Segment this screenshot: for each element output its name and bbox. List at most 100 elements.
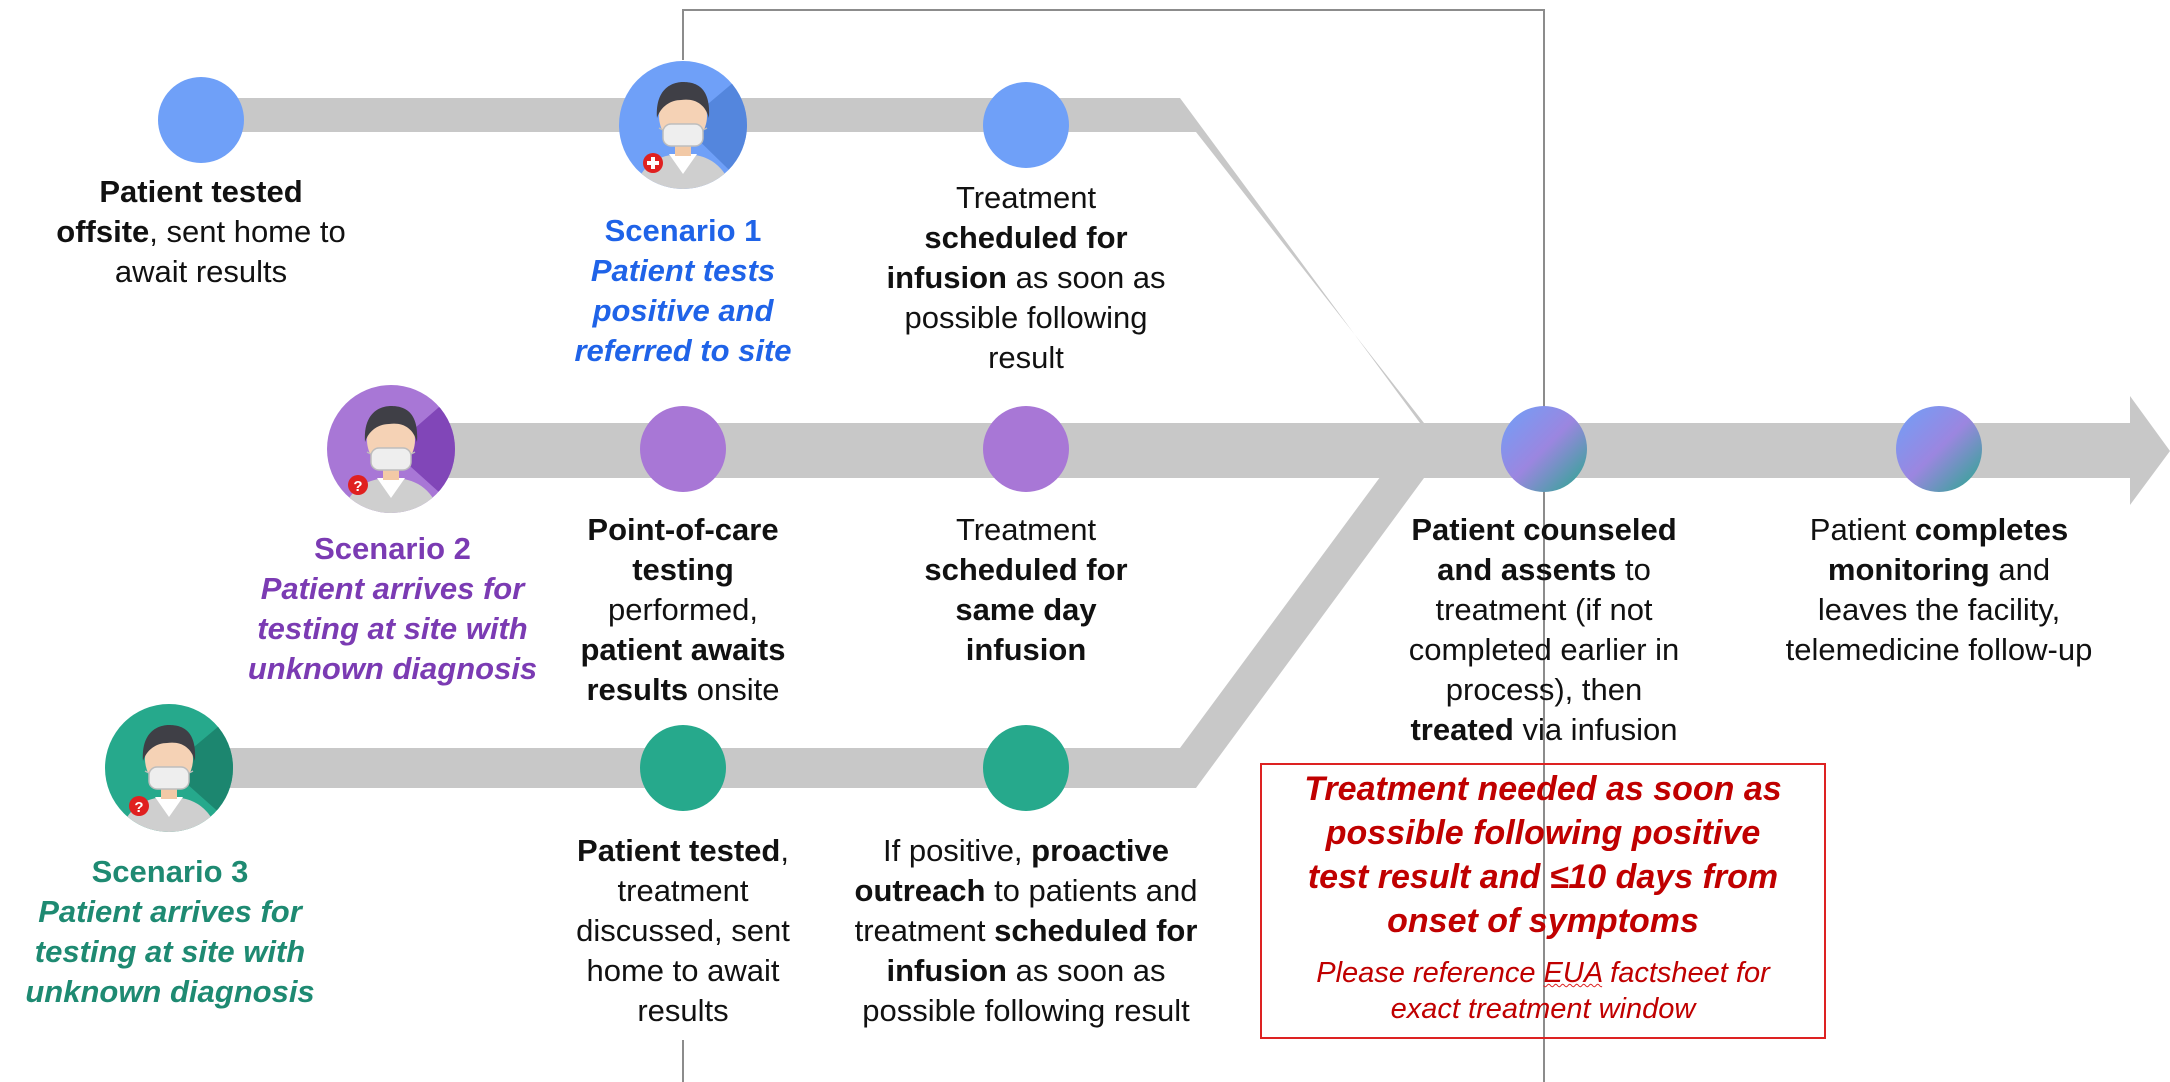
- warning-line-4: onset of symptoms: [1387, 902, 1699, 940]
- s1-step2-bold2: infusion: [886, 260, 1007, 295]
- patient-avatar-2-icon: ?: [327, 385, 455, 513]
- s1-step2-label: Treatment scheduled for infusion as soon…: [856, 178, 1196, 378]
- node-s3-tested: [640, 725, 726, 811]
- s1-step1-text1: , sent home to: [149, 214, 346, 249]
- patient-avatar-3-icon: ?: [105, 704, 233, 832]
- s3-step2-pre: If positive,: [882, 833, 1032, 868]
- node-s3-outreach: [983, 725, 1069, 811]
- s2-step1-line3: performed,: [608, 592, 758, 627]
- complete-bold2: monitoring: [1827, 552, 1990, 587]
- counsel-bold1: Patient counseled: [1411, 512, 1677, 547]
- complete-pre: Patient: [1809, 512, 1915, 547]
- svg-text:?: ?: [134, 799, 143, 816]
- treatment-window-warning-box: Treatment needed as soon as possible fol…: [1260, 763, 1826, 1039]
- complete-text3: telemedicine follow-up: [1785, 632, 2093, 667]
- s2-title: Scenario 2: [314, 531, 471, 566]
- s3-step1-text4: home to await: [586, 953, 780, 988]
- s2-step2-bold2: same day: [955, 592, 1097, 627]
- s3-step2-bold1: proactive: [1031, 833, 1170, 868]
- s3-step2-bold2: outreach: [854, 873, 986, 908]
- s1-step2-text3: result: [988, 340, 1064, 375]
- patient-avatar-1-icon: [619, 61, 747, 189]
- counsel-text1: to: [1616, 552, 1651, 587]
- s2-desc-1: Patient arrives for: [260, 571, 525, 606]
- s1-step2-text2: possible following: [904, 300, 1148, 335]
- s3-step2-bold4: infusion: [886, 953, 1007, 988]
- s3-step1-text1: ,: [780, 833, 789, 868]
- s1-step1-bold1: Patient tested: [99, 174, 303, 209]
- s3-step2-after2: possible following result: [862, 993, 1190, 1028]
- warning-line-3: test result and ≤10 days from: [1307, 858, 1779, 896]
- s3-step1-text5: results: [637, 993, 729, 1028]
- warning-note-pre: Please reference: [1316, 957, 1544, 989]
- s3-title: Scenario 3: [91, 854, 249, 889]
- s2-step2-bold3: infusion: [965, 632, 1087, 667]
- track-scenario-2: [391, 423, 1431, 478]
- s3-desc-1: Patient arrives for: [38, 894, 302, 929]
- counsel-text4: process), then: [1445, 672, 1643, 707]
- s1-step1-bold2: offsite: [56, 214, 150, 249]
- complete-text1: and: [1989, 552, 2051, 587]
- counsel-text2: treatment (if not: [1435, 592, 1653, 627]
- s2-scenario-label: Scenario 2 Patient arrives for testing a…: [220, 529, 565, 689]
- s1-desc-3: referred to site: [574, 333, 792, 368]
- node-s2-poc-testing: [640, 406, 726, 492]
- s2-step1-bold3: patient awaits: [580, 632, 786, 667]
- s3-step2-after1: as soon as: [1007, 953, 1166, 988]
- counsel-after: via infusion: [1513, 712, 1678, 747]
- s3-step1-label: Patient tested, treatment discussed, sen…: [548, 831, 818, 1031]
- node-completes-monitoring: [1896, 406, 1982, 492]
- counseled-label: Patient counseled and assents to treatme…: [1374, 510, 1714, 750]
- node-s1-tested-offsite: [158, 77, 244, 163]
- s3-scenario-label: Scenario 3 Patient arrives for testing a…: [0, 852, 340, 1012]
- s1-step2-line1: Treatment: [955, 180, 1097, 215]
- counsel-bold2: and assents: [1437, 552, 1617, 587]
- s1-desc-1: Patient tests: [590, 253, 776, 288]
- s3-step1-text2: treatment: [617, 873, 749, 908]
- s1-step2-bold1: scheduled for: [924, 220, 1128, 255]
- s1-desc-2: positive and: [592, 293, 774, 328]
- warning-note-line2: exact treatment window: [1390, 993, 1696, 1025]
- s3-step2-label: If positive, proactive outreach to patie…: [826, 831, 1226, 1031]
- svg-text:?: ?: [353, 478, 362, 495]
- s1-scenario-label: Scenario 1 Patient tests positive and re…: [540, 211, 826, 371]
- complete-bold1: completes: [1914, 512, 2069, 547]
- s2-step1-after: onsite: [688, 672, 780, 707]
- s2-desc-2: testing at site with: [257, 611, 528, 646]
- s2-step2-line1: Treatment: [955, 512, 1097, 547]
- warning-line-1: Treatment needed as soon as: [1304, 770, 1782, 808]
- node-s1-scheduled: [983, 82, 1069, 168]
- track-merge-arrow: [200, 98, 2170, 788]
- s1-step1-label: Patient tested offsite, sent home to awa…: [30, 172, 372, 292]
- warning-note-eua: EUA: [1543, 957, 1603, 989]
- connector-line-top: [682, 9, 1545, 420]
- complete-label: Patient completes monitoring and leaves …: [1754, 510, 2124, 670]
- s1-step2-text1: as soon as: [1007, 260, 1166, 295]
- complete-text2: leaves the facility,: [1817, 592, 2061, 627]
- s3-desc-2: testing at site with: [34, 934, 306, 969]
- s3-step2-mid2: treatment: [854, 913, 995, 948]
- node-s2-same-day: [983, 406, 1069, 492]
- s2-step1-bold4: results: [586, 672, 689, 707]
- s2-step1-bold1: Point-of-care: [587, 512, 779, 547]
- warning-headline: Treatment needed as soon as possible fol…: [1262, 767, 1824, 943]
- s2-step2-bold1: scheduled for: [924, 552, 1128, 587]
- counsel-text3: completed earlier in: [1408, 632, 1680, 667]
- warning-note-post: factsheet for: [1602, 957, 1770, 989]
- s3-desc-3: unknown diagnosis: [25, 974, 315, 1009]
- s3-step2-bold3: scheduled for: [994, 913, 1198, 948]
- s3-step1-bold: Patient tested: [577, 833, 781, 868]
- s2-step1-bold2: testing: [632, 552, 734, 587]
- warning-note: Please reference EUA factsheet for exact…: [1262, 955, 1824, 1027]
- s1-step1-text2: await results: [114, 254, 288, 289]
- s3-step2-mid1: to patients and: [985, 873, 1198, 908]
- s2-desc-3: unknown diagnosis: [247, 651, 538, 686]
- warning-line-2: possible following positive: [1325, 814, 1761, 852]
- node-counseled: [1501, 406, 1587, 492]
- s2-step2-label: Treatment scheduled for same day infusio…: [856, 510, 1196, 670]
- s1-title: Scenario 1: [604, 213, 762, 248]
- s3-step1-text3: discussed, sent: [576, 913, 790, 948]
- s2-step1-label: Point-of-care testing performed, patient…: [548, 510, 818, 710]
- counsel-bold3: treated: [1410, 712, 1514, 747]
